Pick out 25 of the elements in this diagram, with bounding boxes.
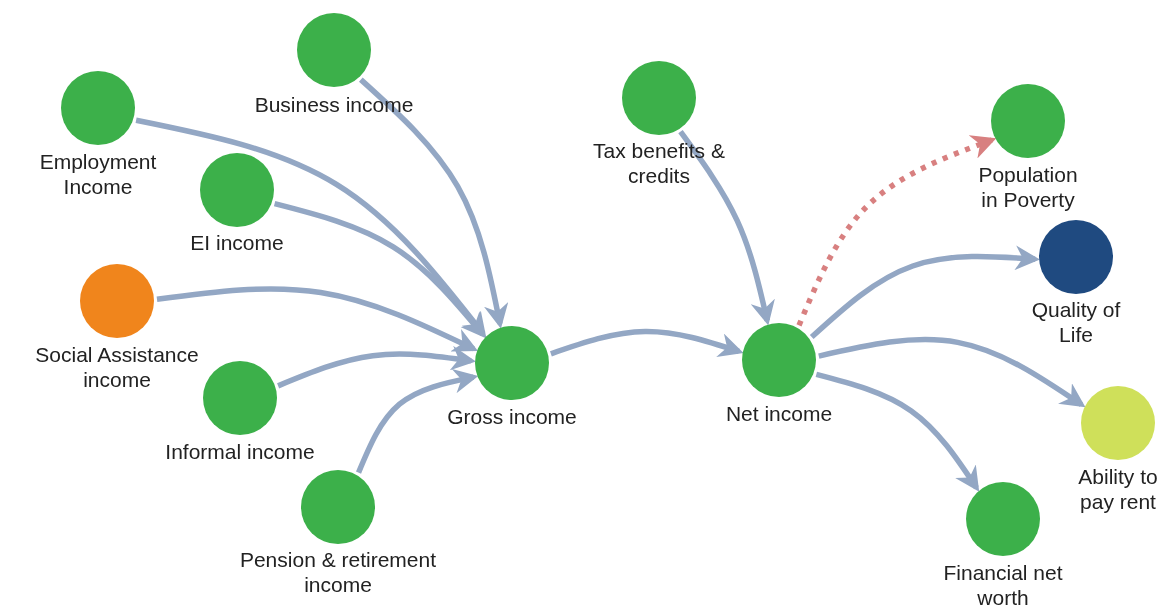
arrow (796, 135, 997, 327)
arrow (818, 336, 1086, 408)
node-label: Quality of Life (1030, 297, 1122, 347)
arrow (135, 117, 487, 338)
node-label: Social Assistance income (34, 342, 200, 392)
arrow (678, 130, 775, 326)
node-label: Employment Income (38, 149, 158, 199)
arrow (156, 286, 478, 352)
node-label: Tax benefits & credits (592, 138, 726, 188)
node-label: EI income (189, 230, 285, 255)
node-label: Informal income (164, 439, 316, 464)
node-label: Financial net worth (942, 560, 1064, 610)
node-label: Gross income (446, 404, 578, 429)
arrow (550, 328, 744, 358)
node-label: Ability to pay rent (1077, 464, 1159, 514)
arrow (277, 345, 476, 389)
arrow (356, 368, 479, 474)
node-label: Population in Poverty (977, 162, 1079, 212)
node-label: Business income (253, 92, 415, 117)
arrow (809, 245, 1040, 340)
arrow (359, 77, 509, 329)
arrow (815, 371, 980, 492)
arrow (273, 201, 486, 339)
node-label: Net income (724, 401, 834, 426)
node-label: Pension & retirement income (238, 547, 438, 597)
